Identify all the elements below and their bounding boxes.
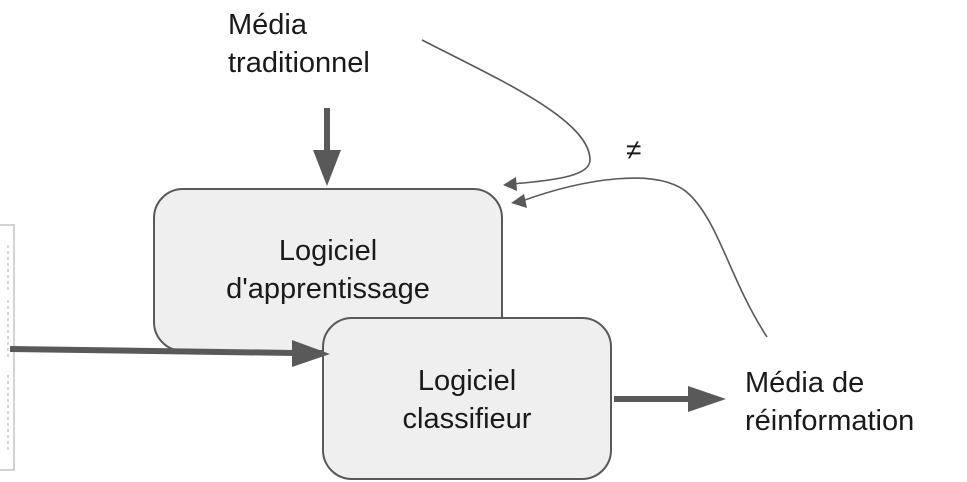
- reinformation-media-line2: réinformation: [745, 405, 915, 437]
- curve-reinformation-to-learning: [511, 177, 768, 338]
- traditional-media-line2: traditionnel: [228, 47, 370, 79]
- reinformation-media-label: Média de réinformation: [745, 364, 914, 440]
- reinformation-media-line1: Média de: [745, 367, 865, 399]
- traditional-media-label: Média traditionnel: [228, 6, 370, 82]
- learning-software-label: Logiciel d'apprentissage: [153, 222, 503, 318]
- learning-software-line1: Logiciel: [278, 235, 378, 267]
- classifier-software-line2: classifieur: [402, 403, 532, 435]
- not-equal-symbol: ≠: [626, 134, 642, 165]
- classifier-software-label: Logiciel classifieur: [322, 352, 612, 448]
- traditional-media-line1: Média: [228, 9, 307, 41]
- curve-traditional-to-learning: [421, 39, 591, 191]
- learning-software-line2: d'apprentissage: [226, 273, 430, 305]
- arrow-traditional-to-learning: [313, 108, 341, 186]
- classifier-software-box: [322, 317, 612, 480]
- classifier-software-line1: Logiciel: [417, 365, 517, 397]
- arrow-classifier-to-reinformation: [614, 386, 726, 412]
- arrow-document-to-classifier: [9, 340, 330, 367]
